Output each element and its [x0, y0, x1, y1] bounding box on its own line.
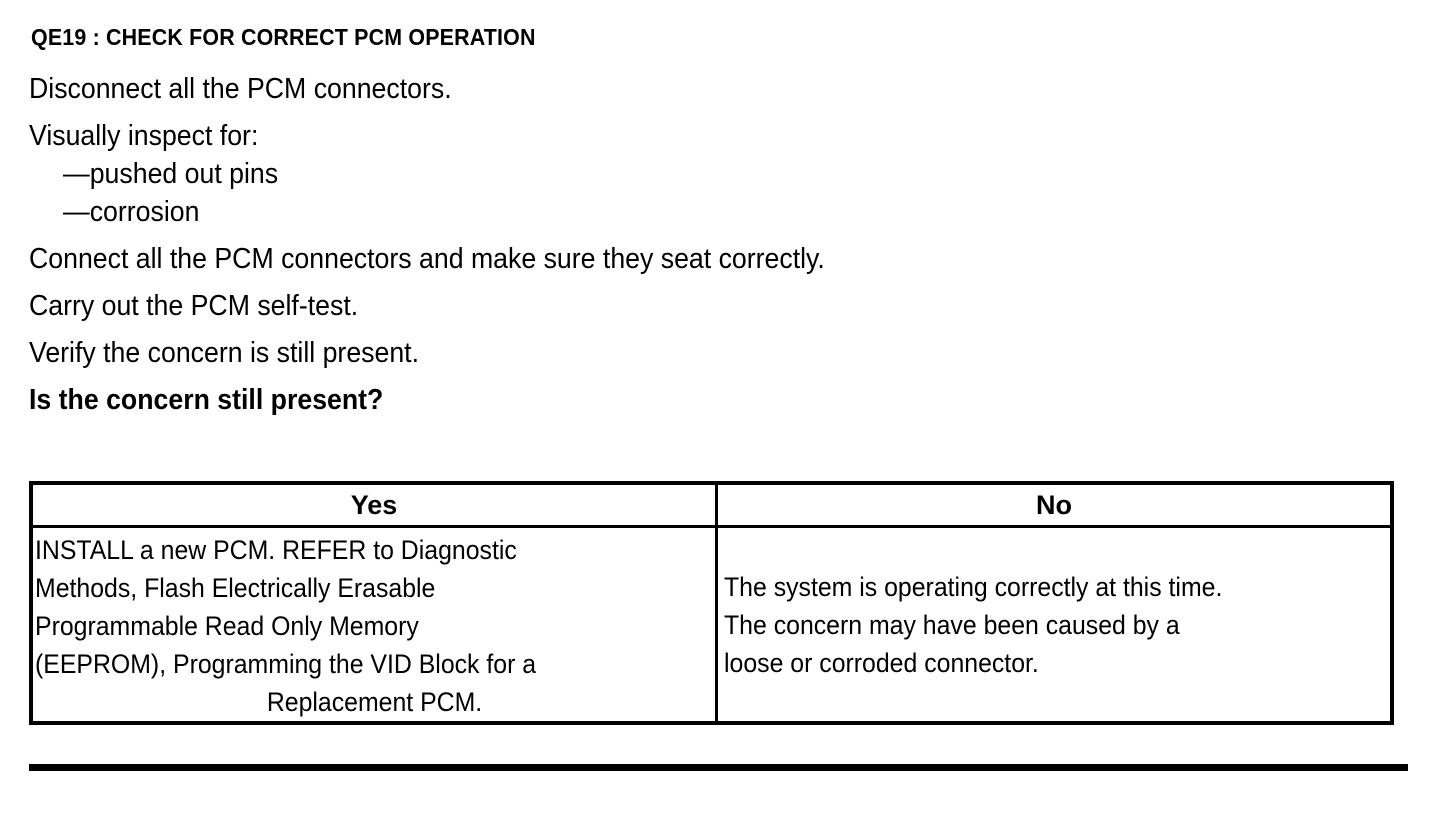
decision-question: Is the concern still present? [29, 384, 384, 416]
cell-yes-line-2: Methods, Flash Electrically Erasable [35, 573, 436, 603]
cell-no-line-2: The concern may have been caused by a [724, 609, 1180, 640]
step-line-4: —corrosion [63, 196, 200, 228]
step-line-2: Visually inspect for: [29, 120, 259, 152]
cell-yes-line-1: INSTALL a new PCM. REFER to Diagnostic [35, 535, 517, 565]
cell-no-action: The system is operating correctly at thi… [717, 527, 1391, 722]
cell-yes-line-3: Programmable Read Only Memory [35, 611, 419, 641]
decision-table: Yes No INSTALL a new PCM. REFER to Diagn… [29, 481, 1394, 725]
table-row: INSTALL a new PCM. REFER to Diagnostic M… [33, 526, 1391, 722]
cell-no-line-3: loose or corroded connector. [724, 647, 1039, 678]
step-line-5: Connect all the PCM connectors and make … [29, 243, 825, 275]
table-header-row: Yes No [33, 485, 1390, 528]
cell-yes-line-5: Replacement PCM. [266, 687, 483, 717]
page-title: QE19 : CHECK FOR CORRECT PCM OPERATION [31, 24, 536, 50]
column-header-yes: Yes [33, 485, 718, 528]
cell-yes-line-4: (EEPROM), Programming the VID Block for … [35, 649, 537, 679]
step-line-1: Disconnect all the PCM connectors. [29, 73, 452, 105]
step-line-6: Carry out the PCM self-test. [29, 290, 359, 322]
column-header-no: No [716, 485, 1390, 528]
procedure-steps: Disconnect all the PCM connectors. Visua… [29, 70, 1369, 419]
cell-no-line-1: The system is operating correctly at thi… [724, 571, 1223, 602]
step-line-7: Verify the concern is still present. [29, 337, 420, 369]
step-line-3: —pushed out pins [63, 158, 279, 190]
footer-divider-rule [29, 764, 1408, 771]
cell-yes-action: INSTALL a new PCM. REFER to Diagnostic M… [33, 526, 718, 721]
